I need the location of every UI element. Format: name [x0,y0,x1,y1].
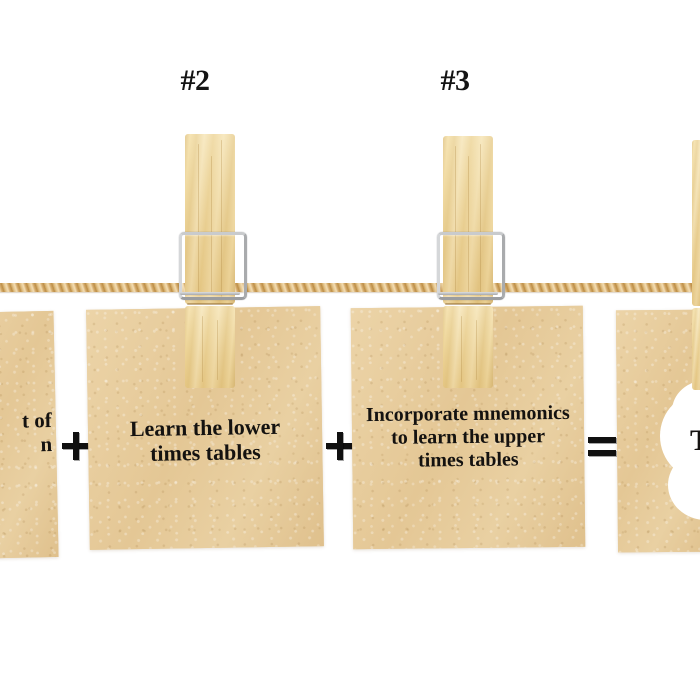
clothespin-2-seam [187,303,233,305]
operator-plus-1 [62,432,90,460]
operator-equals [588,437,616,456]
kraft-card-2-text: Learn the lower times tables [129,413,281,466]
wood-grain-line [476,320,477,380]
operator-plus-2 [326,432,354,460]
wood-grain-line [461,316,462,382]
wood-grain-line [221,140,222,298]
equals-bar-top [588,437,616,443]
clothespin-4-upper-jaw [692,140,700,306]
step-number-2: #2 [180,64,211,97]
equals-bar-bottom [588,450,616,456]
wood-grain-line [468,156,469,292]
clothespin-3-seam [445,303,491,305]
wood-grain-line [198,144,199,294]
step-number-3: #3 [440,64,471,97]
clothespin-3-spring [437,232,505,300]
clothespin-4[interactable] [692,140,700,390]
clothesline-twine [0,283,700,292]
clothespin-3-lower-jaw [443,306,493,388]
kraft-card-3-text: Incorporate mnemonics to learn the upper… [365,401,570,472]
clothespin-3[interactable] [437,136,505,388]
clothespin-2-wire [180,292,240,295]
clothespin-2-lower-jaw [185,306,235,388]
thought-cloud-text: Ti [690,424,700,458]
clothespin-2-upper-jaw [185,134,235,304]
clothespin-2[interactable] [179,134,247,388]
clothespin-2-spring [179,232,247,300]
wood-grain-line [480,144,481,296]
kraft-card-1-text: t of n [21,407,53,457]
wood-grain-line [455,146,456,294]
kraft-card-1[interactable]: t of n [0,310,59,560]
clothespin-4-lower-jaw [692,308,700,390]
wood-grain-line [217,320,218,380]
clothespin-3-upper-jaw [443,136,493,304]
wood-grain-line [202,316,203,382]
clothespin-3-wire [438,292,498,295]
wood-grain-line [211,156,212,294]
